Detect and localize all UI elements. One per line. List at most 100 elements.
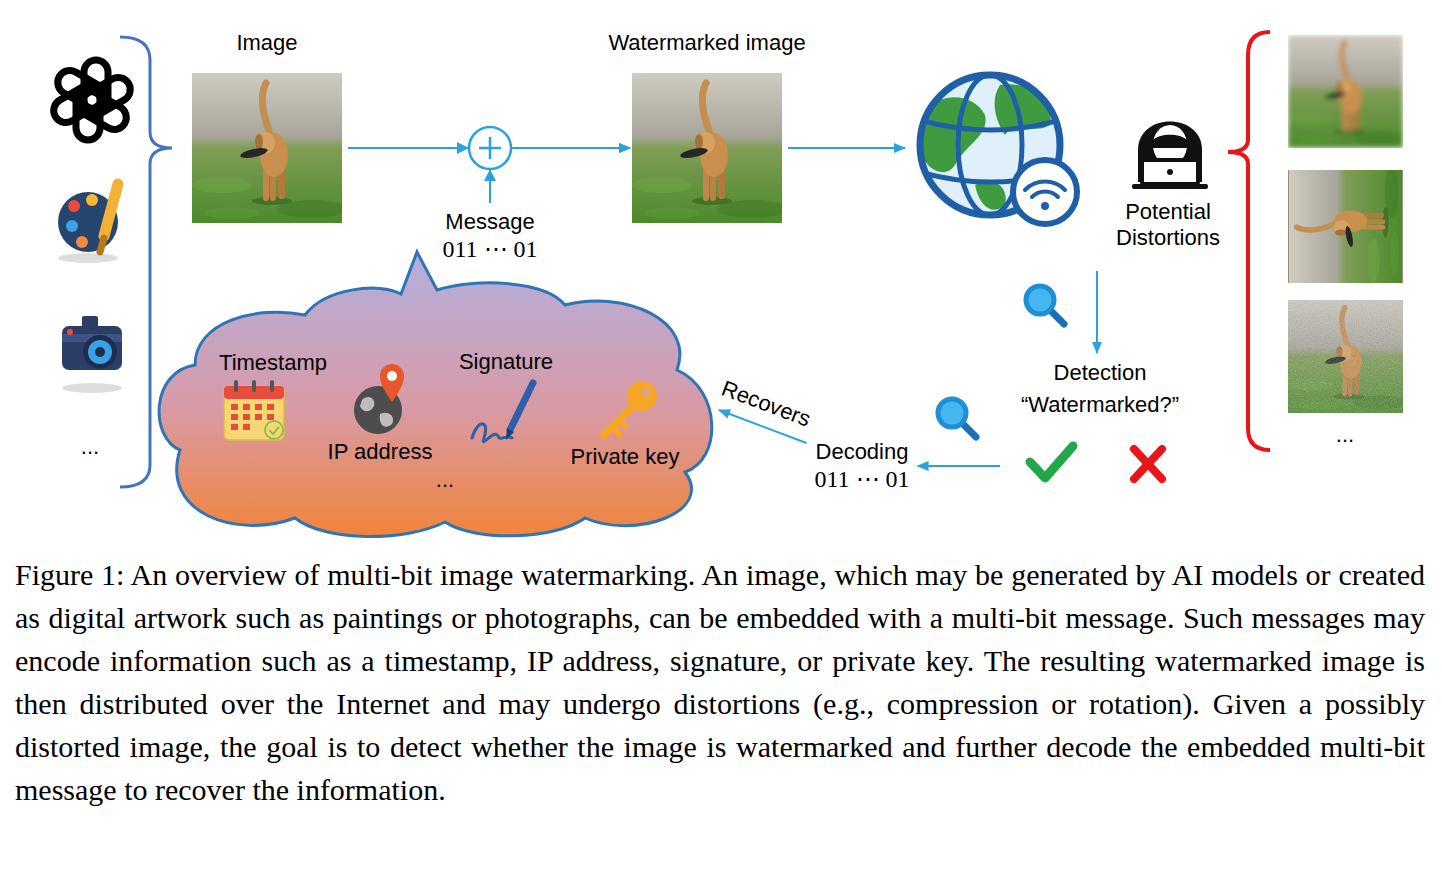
detection-block: Detection “Watermarked?” [1000,355,1200,490]
image-panel: Image [192,73,342,223]
search-icon [1026,286,1064,324]
key-icon [612,427,620,435]
location-icon [380,413,393,427]
search-icon [1050,310,1064,324]
cloud-shape [159,252,712,537]
camera-icon [95,347,105,357]
search-icon [938,399,976,437]
palette-icon [104,184,118,236]
globe-icon [920,75,1060,215]
node-text: Message [445,209,534,235]
calendar-icon [243,414,250,420]
calendar-icon [224,386,284,399]
palette-icon [68,200,80,212]
calendar-icon [224,380,284,440]
noisy-photo [1288,300,1403,413]
calendar-icon [231,414,238,420]
flow-arrow [490,148,630,203]
palette-icon [76,236,88,248]
camera-icon [62,383,122,393]
node-text: Decoding [816,439,909,465]
search-icon [1026,286,1054,314]
calendar-icon [231,424,238,430]
original-photo [192,73,347,223]
globe-icon [1025,182,1065,190]
decoding-block: Decoding011 ⋯ 01 [810,435,913,497]
node-text: Private key [571,444,680,470]
plus-operator [469,127,511,169]
openai-logo [53,66,110,113]
calendar-icon [243,404,250,410]
rotated-photo [1288,170,1403,283]
signature-icon [506,428,514,440]
watermarked-photo [632,73,787,223]
distortion-group: Potential Distortions [905,62,1235,267]
signature-icon [472,383,533,442]
node-text: 011 ⋯ 01 [814,465,909,493]
node-text: Detection [1054,360,1147,386]
plus-operator [489,137,492,159]
signature-icon [510,383,533,430]
key-icon [619,420,625,426]
node-text: IP address [328,439,433,465]
location-icon [387,371,397,381]
key-icon [627,381,657,411]
calendar-icon [265,421,283,439]
attacker-icon [1142,160,1198,184]
key-icon [604,406,633,435]
palette-icon [58,253,118,263]
node-text: Image [236,30,297,56]
key-icon [641,387,651,397]
cross-mark [1134,449,1162,479]
calendar-icon [270,380,274,392]
calendar-icon [243,424,250,430]
location-icon [380,364,404,402]
noisy-photo [1288,300,1403,413]
globe-icon [920,75,1060,215]
cloud-outline [155,250,717,542]
node-text: “Watermarked?” [1021,392,1179,418]
flow-arrow [788,147,905,149]
location-icon [360,397,374,411]
plus-operator [479,147,501,150]
palette-icon [86,194,98,206]
calendar-icon [224,386,284,440]
camera-icon [62,316,122,393]
calendar-icon [255,414,262,420]
node-text: Signature [459,349,553,375]
calendar-icon [231,404,274,430]
signature-icon [472,424,512,442]
globe-icon [920,120,1060,130]
noisy-photo [1288,300,1403,413]
globe-icon [1041,202,1049,210]
openai-logo [49,60,134,140]
plus-operator [457,142,469,154]
plus-operator [457,127,511,181]
attacker-icon [1132,184,1208,189]
info-cloud: TimestampIP addressSignaturePrivate key.… [155,250,717,542]
message-block: Message011 ⋯ 01 [438,205,541,267]
camera-icon [67,329,73,335]
edge-label: Recovers [718,376,814,433]
cross-mark [1134,449,1162,479]
search-icon [962,423,976,437]
camera-icon [62,326,122,370]
ellipsis-label: ... [81,434,99,460]
attacker-icon [1167,169,1173,175]
node-text: Watermarked image [608,30,805,56]
calendar-icon [234,380,238,392]
attacker-icon [1132,122,1208,190]
key-icon [604,381,657,435]
attacker-icon [1153,135,1187,148]
calendar-icon [252,380,256,392]
palette-icon [100,238,104,252]
calendar-icon [231,404,238,410]
node-text: Potential Distortions [1106,199,1230,251]
location-icon [354,386,402,434]
palette-icon [58,184,118,263]
flow-arrow [918,465,1000,467]
image-panel: Watermarked image [632,73,782,223]
location-icon [354,364,404,434]
node-text: 011 ⋯ 01 [442,235,537,263]
